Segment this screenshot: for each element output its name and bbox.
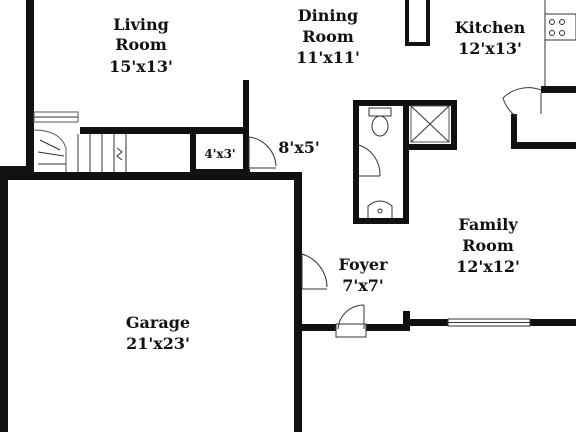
family-room-size: 12'x12' — [456, 257, 520, 276]
pantry-x-icon — [410, 105, 450, 143]
wall-closet-bottom — [190, 169, 250, 175]
wall-garage-left — [0, 172, 8, 432]
room-labels: Living Room 15'x13' Dining Room 11'x11' … — [109, 6, 526, 353]
dining-room-name-line1: Dining — [298, 6, 358, 25]
bath-door-icon — [358, 144, 381, 177]
garage-name: Garage — [126, 313, 190, 332]
wall-kitchen-right — [541, 86, 576, 93]
doors — [248, 87, 542, 338]
wall-kitchen-bottom — [511, 142, 576, 149]
living-room-size: 15'x13' — [109, 57, 173, 76]
wall-kitchen-door-jamb — [511, 114, 517, 149]
closet-door-icon — [248, 136, 277, 169]
wall-living-dining — [243, 80, 249, 134]
wall-foyer-bottom-left — [294, 324, 336, 331]
foyer-size: 7'x7' — [342, 276, 384, 295]
stove-icon — [544, 13, 576, 41]
hall-size: 8'x5' — [278, 138, 320, 157]
wall-left-stub — [0, 166, 34, 172]
stairs-icon — [33, 111, 127, 172]
wall-left-outer — [26, 0, 34, 175]
garage-size: 21'x23' — [126, 334, 190, 353]
kitchen-name: Kitchen — [455, 18, 526, 37]
closet-size: 4'x3' — [204, 147, 235, 161]
wall-garage-right — [294, 172, 302, 432]
toilet-icon — [368, 107, 392, 137]
sink-icon — [367, 200, 393, 218]
wall-living-bottom — [80, 127, 248, 134]
wall-foyer-bottom-right — [366, 324, 410, 331]
wall-closet-right — [243, 131, 249, 174]
family-room-name-line1: Family — [458, 215, 518, 234]
wall-bath-bottom — [353, 218, 409, 224]
living-room-name-line1: Living — [113, 15, 169, 34]
wall-bath-left — [353, 100, 359, 224]
wall-garage-top — [0, 172, 302, 180]
living-room-name-line2: Room — [115, 35, 167, 54]
front-door-icon — [335, 304, 367, 338]
dining-room-size: 11'x11' — [296, 48, 360, 67]
garage-foyer-door-icon — [301, 253, 328, 290]
foyer-name: Foyer — [338, 255, 388, 274]
wall-pantry-right — [451, 100, 457, 150]
wall-bath-right — [403, 100, 409, 224]
kitchen-door-icon — [502, 87, 542, 118]
wall-closet-left — [190, 131, 196, 174]
wall-pantry-bottom — [403, 144, 457, 150]
family-room-name-line2: Room — [462, 236, 514, 255]
fixtures — [33, 0, 576, 327]
dining-room-name-line2: Room — [302, 27, 354, 46]
kitchen-size: 12'x13' — [458, 39, 522, 58]
